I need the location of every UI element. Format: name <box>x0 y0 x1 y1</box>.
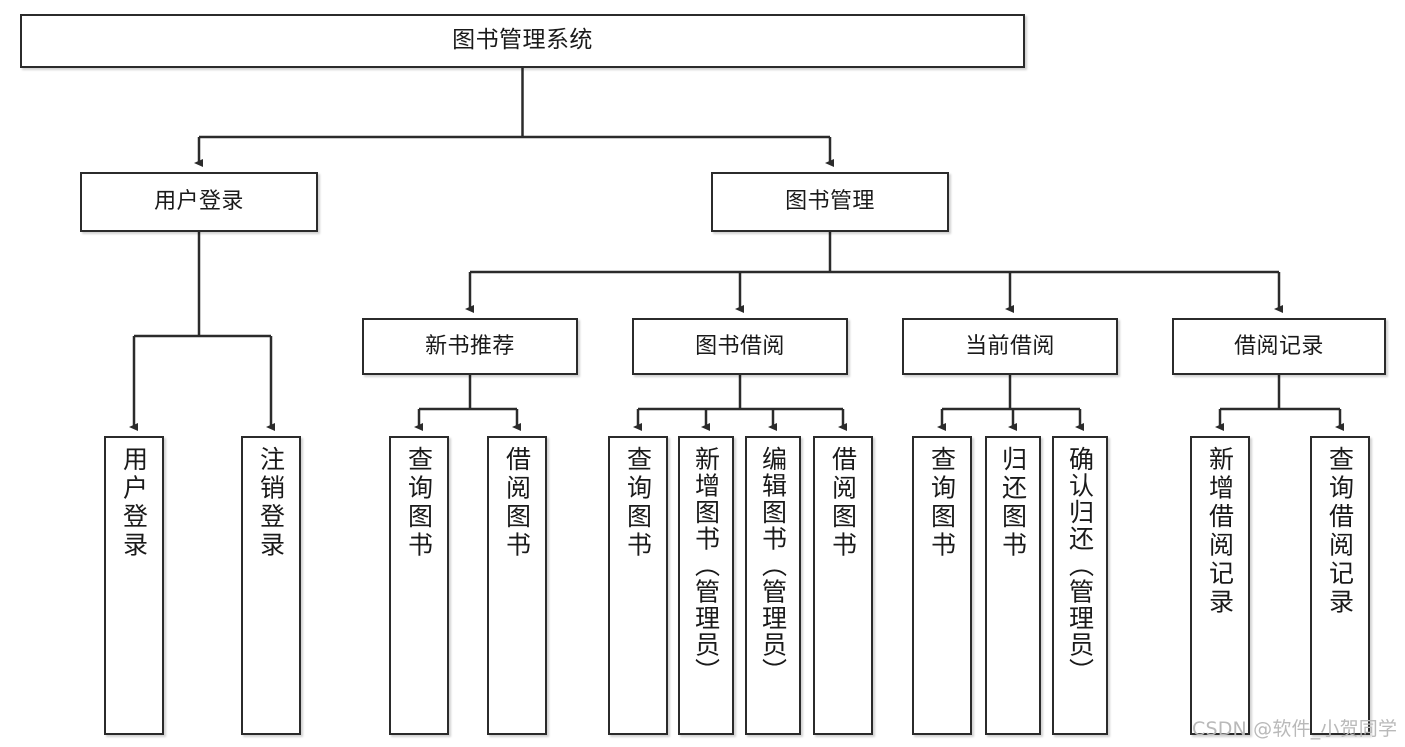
node-leaf_query_record-label: 查询借阅记录 <box>1325 446 1355 617</box>
node-leaf_logout[interactable]: 注销登录 <box>241 436 301 735</box>
node-leaf_user_login[interactable]: 用户登录 <box>104 436 164 735</box>
node-leaf_confirm_return[interactable]: 确认归还（管理员） <box>1052 436 1108 735</box>
node-leaf_return_book-label: 归还图书 <box>998 446 1028 560</box>
node-borrow_record[interactable]: 借阅记录 <box>1172 318 1386 375</box>
node-leaf_borrow_book_1-label: 借阅图书 <box>502 446 532 560</box>
node-leaf_query_book_3-label: 查询图书 <box>927 446 957 560</box>
node-leaf_user_login-label: 用户登录 <box>119 446 149 560</box>
node-current_borrow-label: 当前借阅 <box>965 333 1055 359</box>
node-leaf_borrow_book_2-label: 借阅图书 <box>828 446 858 560</box>
node-leaf_query_record[interactable]: 查询借阅记录 <box>1310 436 1370 735</box>
node-root-label: 图书管理系统 <box>452 27 593 54</box>
node-book_manage-label: 图书管理 <box>785 189 875 215</box>
node-book_borrow[interactable]: 图书借阅 <box>632 318 848 375</box>
node-new_book_rec[interactable]: 新书推荐 <box>362 318 578 375</box>
node-user_login-label: 用户登录 <box>154 189 244 215</box>
node-leaf_confirm_return-label: 确认归还（管理员） <box>1065 446 1095 685</box>
node-root[interactable]: 图书管理系统 <box>20 14 1025 68</box>
node-leaf_query_book_1[interactable]: 查询图书 <box>389 436 449 735</box>
node-leaf_add_book-label: 新增图书（管理员） <box>691 446 721 685</box>
node-book_borrow-label: 图书借阅 <box>695 333 785 359</box>
node-leaf_add_book[interactable]: 新增图书（管理员） <box>678 436 734 735</box>
node-leaf_borrow_book_2[interactable]: 借阅图书 <box>813 436 873 735</box>
node-leaf_query_book_3[interactable]: 查询图书 <box>912 436 972 735</box>
node-new_book_rec-label: 新书推荐 <box>425 333 515 359</box>
node-leaf_query_book_1-label: 查询图书 <box>404 446 434 560</box>
node-user_login[interactable]: 用户登录 <box>80 172 318 232</box>
node-current_borrow[interactable]: 当前借阅 <box>902 318 1118 375</box>
node-leaf_add_record-label: 新增借阅记录 <box>1205 446 1235 617</box>
node-leaf_query_book_2-label: 查询图书 <box>623 446 653 560</box>
node-leaf_borrow_book_1[interactable]: 借阅图书 <box>487 436 547 735</box>
watermark: CSDN @软件_小贺同学 <box>1192 718 1398 740</box>
node-leaf_edit_book-label: 编辑图书（管理员） <box>758 446 788 685</box>
node-leaf_add_record[interactable]: 新增借阅记录 <box>1190 436 1250 735</box>
node-leaf_edit_book[interactable]: 编辑图书（管理员） <box>745 436 801 735</box>
node-leaf_return_book[interactable]: 归还图书 <box>985 436 1041 735</box>
node-leaf_logout-label: 注销登录 <box>256 446 286 560</box>
node-leaf_query_book_2[interactable]: 查询图书 <box>608 436 668 735</box>
node-borrow_record-label: 借阅记录 <box>1234 333 1324 359</box>
node-book_manage[interactable]: 图书管理 <box>711 172 949 232</box>
